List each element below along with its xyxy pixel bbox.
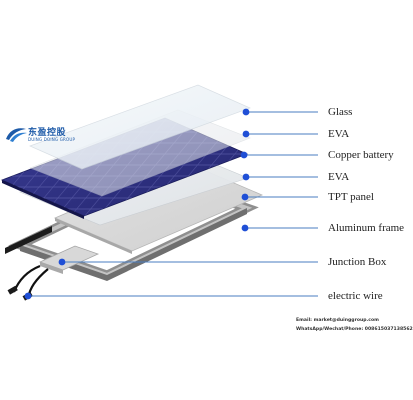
glass-layer — [29, 84, 251, 170]
contact-email: Email: market@duinggroup.com — [296, 318, 379, 323]
label-junction-box: Junction Box — [328, 256, 387, 268]
leader-dot-wire — [24, 292, 32, 300]
leader-dot-junction — [58, 258, 66, 266]
leader-lines — [28, 111, 318, 297]
brand-name-english: DUING DOING GROUP — [28, 137, 76, 142]
brand-logo: 东盈控股 DUING DOING GROUP — [4, 124, 104, 146]
label-copper-battery: Copper battery — [328, 149, 394, 161]
leader-dot-tpt — [241, 193, 249, 201]
leader-dots — [24, 108, 250, 300]
label-aluminum-frame: Aluminum frame — [328, 222, 405, 234]
label-electric-wire: electric wire — [328, 290, 383, 302]
label-eva-top: EVA — [328, 128, 350, 140]
label-tpt-panel: TPT panel — [328, 191, 374, 203]
label-glass: Glass — [328, 106, 353, 118]
contact-phone: WhatsApp/Wechat/Phone: 008615037138562 — [296, 327, 413, 332]
junction-box-assembly — [7, 245, 100, 301]
leader-dot-frame — [241, 224, 249, 232]
contact-info: Email: market@duinggroup.com WhatsApp/We… — [296, 316, 413, 334]
brand-name-chinese: 东盈控股 — [28, 128, 67, 138]
leader-dot-eva-top — [242, 130, 250, 138]
brand-swoosh-icon — [6, 128, 27, 142]
leader-dot-eva-bottom — [242, 173, 250, 181]
leader-dot-copper — [240, 151, 248, 159]
label-eva-bottom: EVA — [328, 171, 350, 183]
leader-dot-glass — [242, 108, 250, 116]
solar-panel-exploded-diagram — [0, 84, 318, 301]
